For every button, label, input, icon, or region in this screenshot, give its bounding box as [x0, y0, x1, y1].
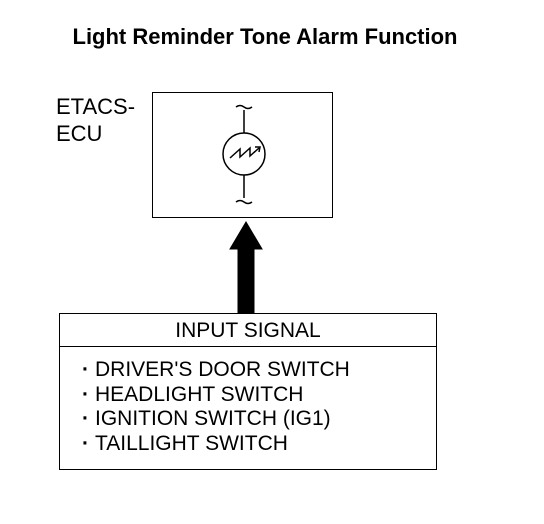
- input-signal-list: DRIVER'S DOOR SWITCH HEADLIGHT SWITCH IG…: [82, 358, 350, 456]
- arrow-head: [229, 221, 263, 250]
- arrow-shaft: [237, 246, 255, 314]
- list-item: TAILLIGHT SWITCH: [82, 432, 350, 457]
- list-item: DRIVER'S DOOR SWITCH: [82, 358, 350, 383]
- ecu-label: ETACS- ECU: [56, 93, 135, 147]
- ecu-box: [152, 92, 333, 218]
- ecu-label-line1: ETACS-: [56, 94, 136, 119]
- ecu-label-line2: ECU: [56, 121, 103, 146]
- list-item: HEADLIGHT SWITCH: [82, 383, 350, 408]
- input-signal-box: INPUT SIGNAL DRIVER'S DOOR SWITCH HEADLI…: [59, 313, 437, 470]
- diagram-title: Light Reminder Tone Alarm Function: [72, 24, 458, 49]
- input-signal-header: INPUT SIGNAL: [60, 314, 436, 347]
- signal-arrow: [229, 221, 263, 314]
- list-item: IGNITION SWITCH (IG1): [82, 407, 350, 432]
